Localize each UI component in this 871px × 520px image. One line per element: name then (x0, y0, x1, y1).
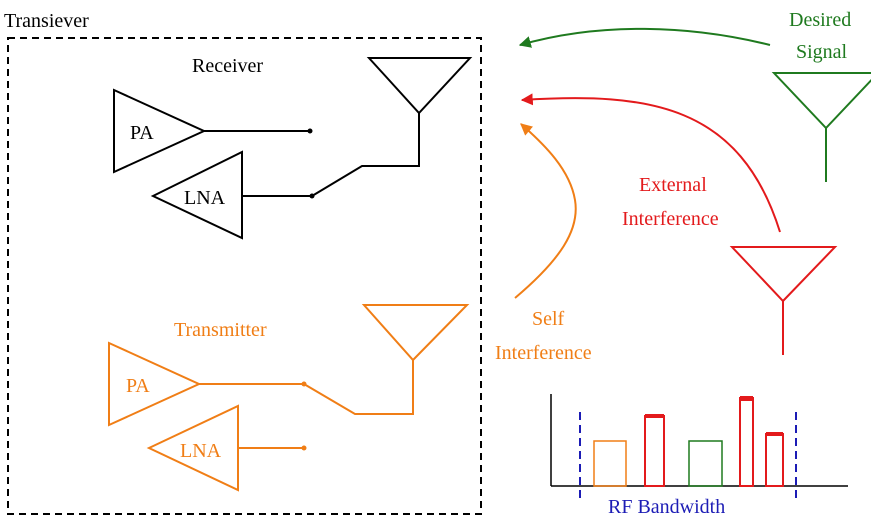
spectrum-external-bar-2 (739, 397, 754, 487)
rx-lna-label: LNA (184, 187, 226, 209)
desired-signal-label-line2: Signal (796, 41, 848, 63)
rx-pa-output-node (307, 128, 313, 134)
spectrum-external-bar-3 (765, 433, 784, 487)
tx-antenna (361, 304, 470, 362)
spectrum-external-bar-2-cap (740, 396, 753, 401)
spectrum-self-interference-bar (593, 440, 627, 487)
desired-signal-group: Desired Signal (518, 9, 871, 182)
rx-antenna-feed (311, 113, 420, 197)
external-interference-group: External Interference (520, 93, 838, 355)
receiver-label: Receiver (192, 55, 263, 77)
spectrum-external-bar-3-cap (766, 432, 783, 436)
tx-lna-input-node (301, 445, 307, 451)
tx-lna-label: LNA (180, 440, 222, 462)
receiver-section: Receiver PA LNA (113, 55, 473, 240)
tx-pa-amplifier (108, 341, 202, 427)
spectrum-external-bar-1-cap (645, 414, 664, 418)
self-interference-group: Self Interference (495, 123, 592, 364)
self-interference-arrow (514, 123, 577, 299)
self-interference-label-line2: Interference (495, 342, 592, 364)
spectrum-external-bar-1 (644, 415, 665, 487)
external-interference-label-line1: External (639, 174, 707, 196)
external-interference-label-line2: Interference (622, 208, 719, 230)
rf-bandwidth-label: RF Bandwidth (608, 496, 725, 518)
transmitter-section: Transmitter PA LNA (108, 304, 470, 492)
self-interference-label-line1: Self (532, 308, 565, 330)
external-interference-arrow (520, 93, 781, 233)
spectrum-desired-signal-bar (688, 440, 723, 487)
transceiver-label: Transiever (4, 10, 89, 32)
rx-pa-amplifier (113, 88, 207, 174)
rx-pa-label: PA (130, 122, 154, 144)
tx-antenna-feed (303, 360, 414, 415)
desired-signal-arrow (518, 27, 771, 48)
external-interference-antenna (729, 246, 838, 303)
tx-pa-label: PA (126, 375, 150, 397)
desired-signal-label-line1: Desired (789, 9, 851, 31)
rx-antenna (366, 57, 473, 115)
rf-spectrum: RF Bandwidth (550, 394, 848, 518)
transmitter-label: Transmitter (174, 319, 267, 341)
desired-signal-antenna (771, 72, 871, 130)
transceiver-boundary (7, 37, 482, 515)
